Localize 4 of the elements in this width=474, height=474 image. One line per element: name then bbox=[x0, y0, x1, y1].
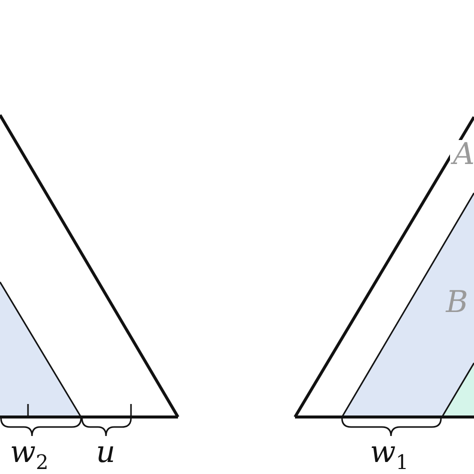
region-label: B bbox=[446, 288, 468, 318]
width-label: u bbox=[96, 438, 116, 468]
width-label: w$_{1}$ bbox=[370, 438, 408, 474]
width-label: w$_{2}$ bbox=[10, 438, 48, 474]
